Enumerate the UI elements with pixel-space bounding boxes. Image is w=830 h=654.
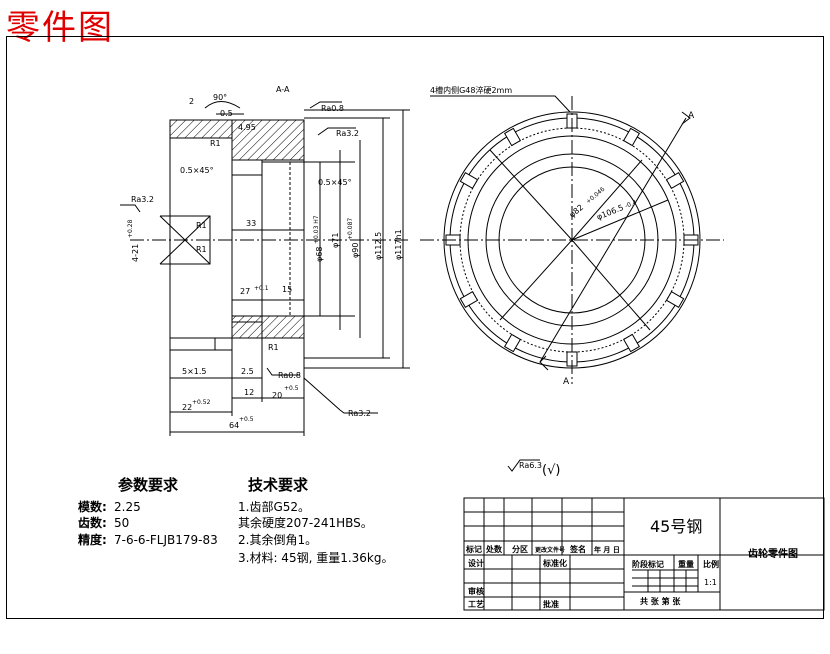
param-value-accuracy: 7-6-6-FLJB179-83 bbox=[114, 533, 218, 547]
title-block-drawing-name: 齿轮零件图 bbox=[748, 547, 798, 560]
cut-label-top: A bbox=[688, 111, 695, 121]
tb-designer: 设计 bbox=[468, 558, 484, 568]
tb-standard: 标准化 bbox=[542, 558, 567, 568]
r1-label-top: R1 bbox=[210, 139, 221, 148]
dim-15-label: 15 bbox=[282, 285, 292, 294]
dim-25-label: 2.5 bbox=[241, 367, 254, 376]
bottom-flange-hatch bbox=[231, 315, 305, 339]
drawing-title: 零件图 bbox=[6, 8, 114, 48]
tb-process: 工艺 bbox=[468, 599, 484, 609]
roughness-top-32: Ra3.2 bbox=[336, 129, 359, 138]
dim-27-tol: +0.1 bbox=[254, 285, 269, 292]
inner-dia-tol: +0.046 bbox=[585, 186, 607, 206]
tech-item-2: 其余硬度207-241HBS。 bbox=[238, 515, 373, 530]
dim-22-tol: +0.52 bbox=[192, 399, 211, 406]
cut-label-bottom: A bbox=[563, 377, 570, 387]
general-roughness: Ra6.3 (√) bbox=[507, 459, 560, 478]
angle-label: 90° bbox=[213, 93, 227, 102]
d117-label: φ117h1 bbox=[394, 229, 403, 260]
dim-5x15-label: 5×1.5 bbox=[182, 367, 207, 376]
roughness-top-08: Ra0.8 bbox=[321, 104, 344, 113]
param-label-module: 模数: bbox=[78, 499, 107, 514]
d68-label: φ68 bbox=[315, 247, 324, 262]
tb-header-change: 更改文件号 bbox=[535, 546, 565, 554]
roughness-bottom-08: Ra0.8 bbox=[278, 371, 301, 380]
tb-header-zone: 分区 bbox=[512, 544, 528, 554]
hub-flange-hatch bbox=[169, 119, 233, 139]
tb-review: 审核 bbox=[468, 586, 484, 596]
parameters-heading: 参数要求 bbox=[118, 476, 179, 494]
title-block bbox=[463, 497, 825, 611]
chamfer-left-label: 0.5×45° bbox=[180, 166, 214, 175]
dim-64-label: 64 bbox=[229, 421, 239, 430]
tb-approve: 批准 bbox=[543, 599, 559, 609]
dim-27-label: 27 bbox=[240, 287, 250, 296]
r1-label-keyway-b: R1 bbox=[196, 245, 207, 254]
technical-heading: 技术要求 bbox=[248, 476, 309, 494]
tb-header-date: 年 月 日 bbox=[594, 545, 620, 554]
tech-item-4: 3.材料: 45钢, 重量1.36kg。 bbox=[238, 551, 394, 565]
param-value-teeth: 50 bbox=[114, 516, 129, 530]
r1-label-bottom: R1 bbox=[268, 343, 279, 352]
small-dim-label: 2 bbox=[189, 97, 194, 106]
dim-20-label: 20 bbox=[272, 391, 282, 400]
tech-item-3: 2.其余倒角1。 bbox=[238, 532, 317, 547]
dim-22-label: 22 bbox=[182, 403, 192, 412]
tb-scale: 比例 bbox=[703, 559, 719, 569]
gear-note-label: 4槽内侧G48淬硬2mm bbox=[430, 85, 512, 95]
section-view bbox=[120, 101, 410, 436]
inner-dia-label: φ82 bbox=[568, 203, 586, 220]
chamfer-right-label: 0.5×45° bbox=[318, 178, 352, 187]
tb-weight: 重量 bbox=[678, 559, 694, 569]
d1125-label: φ112.5 bbox=[374, 232, 383, 260]
pcd-tol: -0.4 bbox=[624, 199, 638, 210]
tb-header-sign: 签名 bbox=[569, 544, 586, 554]
general-roughness-suffix: (√) bbox=[542, 463, 560, 478]
d05-label: 0.5 bbox=[220, 109, 233, 118]
title-block-material: 45号钢 bbox=[650, 517, 702, 536]
section-label: A-A bbox=[276, 85, 290, 94]
tech-item-1: 1.齿部G52。 bbox=[238, 499, 310, 514]
dim-64-tol: +0.5 bbox=[239, 416, 254, 423]
d495-label: 4.95 bbox=[238, 123, 256, 132]
param-value-module: 2.25 bbox=[114, 500, 141, 514]
general-roughness-value: Ra6.3 bbox=[519, 461, 542, 470]
roughness-left-32: Ra3.2 bbox=[131, 195, 154, 204]
param-label-accuracy: 精度: bbox=[78, 532, 107, 547]
r1-label-keyway-a: R1 bbox=[196, 221, 207, 230]
d68-tol: +0.03 H7 bbox=[313, 215, 320, 244]
drawing-frame bbox=[6, 36, 824, 619]
pcd-label: φ106.5 bbox=[595, 203, 625, 222]
d90-label: φ90 bbox=[351, 243, 360, 258]
tb-scale-value: 1:1 bbox=[704, 578, 717, 587]
tb-sheets: 共 张 第 张 bbox=[640, 596, 681, 606]
keyway-width-tol: +0.28 bbox=[127, 219, 134, 238]
d90-tol: +0.087 bbox=[347, 218, 354, 240]
tb-header-mark: 标记 bbox=[465, 544, 482, 554]
gear-front-view bbox=[420, 95, 724, 384]
d71-label: φ71 bbox=[331, 233, 340, 248]
dim-33-label: 33 bbox=[246, 219, 256, 228]
dim-12-label: 12 bbox=[244, 388, 254, 397]
dim-20-tol: +0.5 bbox=[284, 385, 299, 392]
param-label-teeth: 齿数: bbox=[78, 515, 107, 530]
tb-stage-mark: 阶段标记 bbox=[632, 559, 664, 569]
roughness-bottom-32: Ra3.2 bbox=[348, 409, 371, 418]
keyway-width-label: 4-21 bbox=[131, 244, 140, 262]
tb-header-count: 处数 bbox=[485, 544, 503, 554]
